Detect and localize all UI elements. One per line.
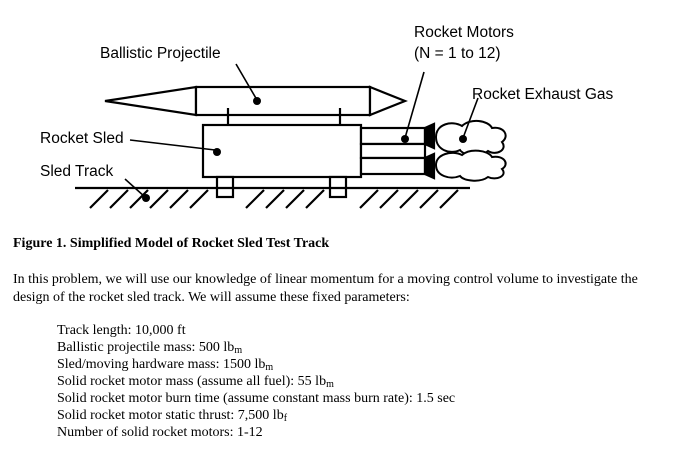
label-rocket-motors-count: (N = 1 to 12) [414, 45, 501, 62]
label-rocket-motors: Rocket Motors [414, 24, 514, 41]
label-sled-track: Sled Track [40, 163, 113, 180]
parameter-text: Solid rocket motor static thrust: 7,500 … [57, 408, 284, 423]
parameter-text: Solid rocket motor burn time (assume con… [57, 391, 456, 406]
rocket-exhaust-clouds [434, 120, 507, 182]
figure-caption: Figure 1. Simplified Model of Rocket Sle… [13, 236, 330, 251]
label-rocket-sled: Rocket Sled [40, 130, 124, 147]
leader-dots [142, 97, 467, 202]
rocket-sled-body [201, 123, 363, 179]
label-ballistic-projectile: Ballistic Projectile [100, 45, 221, 62]
parameter-text: Number of solid rocket motors: 1-12 [57, 425, 263, 440]
ballistic-projectile [104, 85, 408, 117]
parameter-item: Ballistic projectile mass: 500 lbm [57, 339, 455, 356]
parameter-text: Track length: 10,000 ft [57, 323, 186, 338]
sled-track [75, 186, 470, 209]
parameter-text: Sled/moving hardware mass: 1500 lb [57, 357, 266, 372]
unit-subscript: m [234, 345, 243, 356]
unit-subscript: m [265, 362, 274, 373]
parameter-item: Sled/moving hardware mass: 1500 lbm [57, 356, 455, 373]
parameter-item: Track length: 10,000 ft [57, 322, 455, 339]
parameter-text: Ballistic projectile mass: 500 lb [57, 340, 235, 355]
parameter-item: Solid rocket motor mass (assume all fuel… [57, 373, 455, 390]
parameter-item: Number of solid rocket motors: 1-12 [57, 424, 455, 441]
rocket-sled-diagram: Ballistic Projectile Rocket Motors (N = … [40, 24, 614, 209]
unit-subscript: m [326, 379, 334, 390]
parameter-item: Solid rocket motor static thrust: 7,500 … [57, 407, 455, 424]
unit-subscript: f [283, 413, 288, 424]
rocket-motors [359, 122, 436, 180]
parameter-item: Solid rocket motor burn time (assume con… [57, 390, 455, 407]
leader-lines [124, 63, 479, 198]
parameter-text: Solid rocket motor mass (assume all fuel… [57, 374, 327, 389]
label-rocket-exhaust-gas: Rocket Exhaust Gas [472, 86, 614, 103]
intro-paragraph: In this problem, we will use our knowled… [13, 272, 638, 305]
parameter-list: Track length: 10,000 ft Ballistic projec… [57, 322, 455, 441]
